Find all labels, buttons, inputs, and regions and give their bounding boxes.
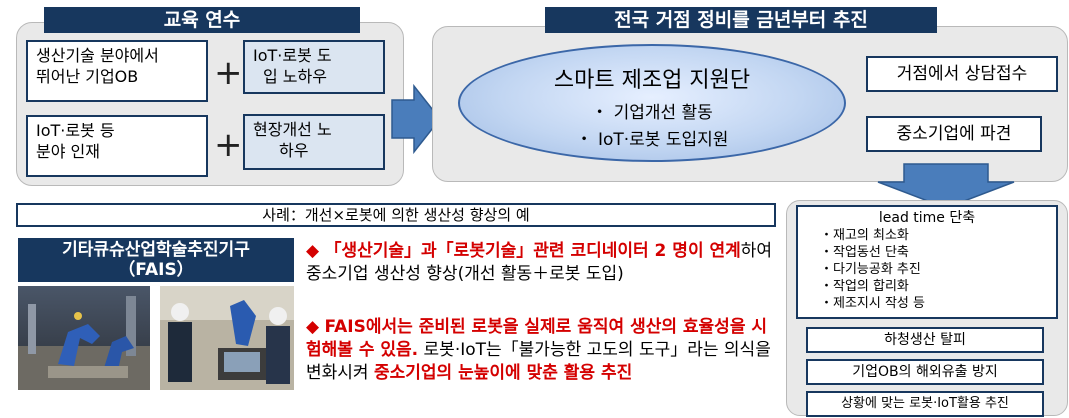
plus-sign-2: + [214,125,243,165]
training-box-iot-knowhow-line2: 입 노하우 [263,67,327,86]
leadtime-item: ・제조지시 작성 등 [820,296,925,311]
oval-item-2: ・ IoT·로봇 도입지원 [575,130,729,150]
training-title: 교육 연수 [44,7,360,33]
training-box-tech-ob-line2: 뛰어난 기업OB [36,67,139,86]
oval-item-1: ・ 기업개선 활동 [591,103,713,123]
leadtime-item: ・작업의 합리화 [820,279,909,294]
bullet-diamond-icon: ◆ [306,241,320,261]
example-paragraph-1: ◆ 「생산기술」과「로봇기술」관련 코디네이터 2 명이 연계하여 중소기업 생… [306,240,776,286]
arrow-down-icon [877,163,1015,209]
p1-red-text: 「생산기술」과「로봇기술」관련 코디네이터 2 명이 연계 [324,241,741,261]
p2-black-text: 로봇·IoT는「불가능한 고도의 도구」라는 의식을 변화시켜 [306,340,771,383]
factory-robot-photo [18,286,150,390]
bullet-diamond-icon: ◆ [306,317,320,337]
nationwide-title: 전국 거점 정비를 금년부터 추진 [545,7,937,33]
result-ob-outflow-prevention: 기업OB의 해외유출 방지 [806,359,1044,385]
leadtime-item: ・작업동선 단축 [820,245,909,260]
result-subcontract-escape: 하청생산 탈피 [806,327,1044,353]
example-banner: 사례：개선×로봇에 의한 생산성 향상의 예 [16,203,776,227]
p2-red-text-1: FAIS에서는 준비된 로봇을 실제로 움직여 생산의 효율성을 시험해볼 수 … [306,317,768,360]
fais-header: 기타큐슈산업학술추진기구 （FAIS） [18,238,294,282]
p1-black-text: 하여 중소기업 생산성 향상(개선 활동＋로봇 도입) [306,241,773,284]
training-box-field-improvement: 현장개선 노 하우 [243,114,385,170]
training-box-field-improvement-line2: 하우 [279,141,309,160]
training-box-iot-talent: IoT·로봇 등 분야 인재 [26,115,208,177]
fais-org-name: 기타큐슈산업학술추진기구 [62,240,250,260]
leadtime-box: lead time 단축 ・재고의 최소화 ・작업동선 단축 ・다기능공화 추진… [796,205,1058,319]
oval-title: 스마트 제조업 지원단 [553,68,751,93]
leadtime-title: lead time 단축 [878,210,976,226]
example-paragraph-2: ◆ FAIS에서는 준비된 로봇을 실제로 움직여 생산의 효율성을 시험해볼 … [306,316,776,385]
p2-red-text-2: 중소기업의 눈높이에 맞춘 활용 추진 [373,363,633,383]
consult-box: 거점에서 상담접수 [866,56,1058,92]
fais-org-abbr: （FAIS） [118,260,194,280]
training-box-field-improvement-line1: 현장개선 노 [253,120,332,139]
arrow-right-icon [391,83,441,155]
result-robot-iot-utilization: 상황에 맞는 로봇·IoT활용 추진 [806,391,1044,417]
leadtime-item: ・재고의 최소화 [820,228,909,243]
leadtime-item: ・다기능공화 추진 [820,262,921,277]
leadtime-list: ・재고의 최소화 ・작업동선 단축 ・다기능공화 추진 ・작업의 합리화 ・제조… [798,227,1056,312]
training-box-iot-talent-line1: IoT·로봇 등 [36,121,115,140]
training-box-iot-knowhow-line1: IoT·로봇 도 [253,46,332,65]
smart-manufacturing-support-oval: 스마트 제조업 지원단 ・ 기업개선 활동 ・ IoT·로봇 도입지원 [458,44,846,162]
training-box-iot-talent-line2: 분야 인재 [36,142,100,161]
plus-sign-1: + [214,53,243,93]
training-box-iot-knowhow: IoT·로봇 도 입 노하우 [243,40,385,94]
dispatch-box: 중소기업에 파견 [866,116,1042,152]
training-box-tech-ob-line1: 생산기술 분야에서 [36,46,159,65]
fais-workers-photo [160,286,294,390]
training-box-tech-ob: 생산기술 분야에서 뛰어난 기업OB [26,40,208,102]
